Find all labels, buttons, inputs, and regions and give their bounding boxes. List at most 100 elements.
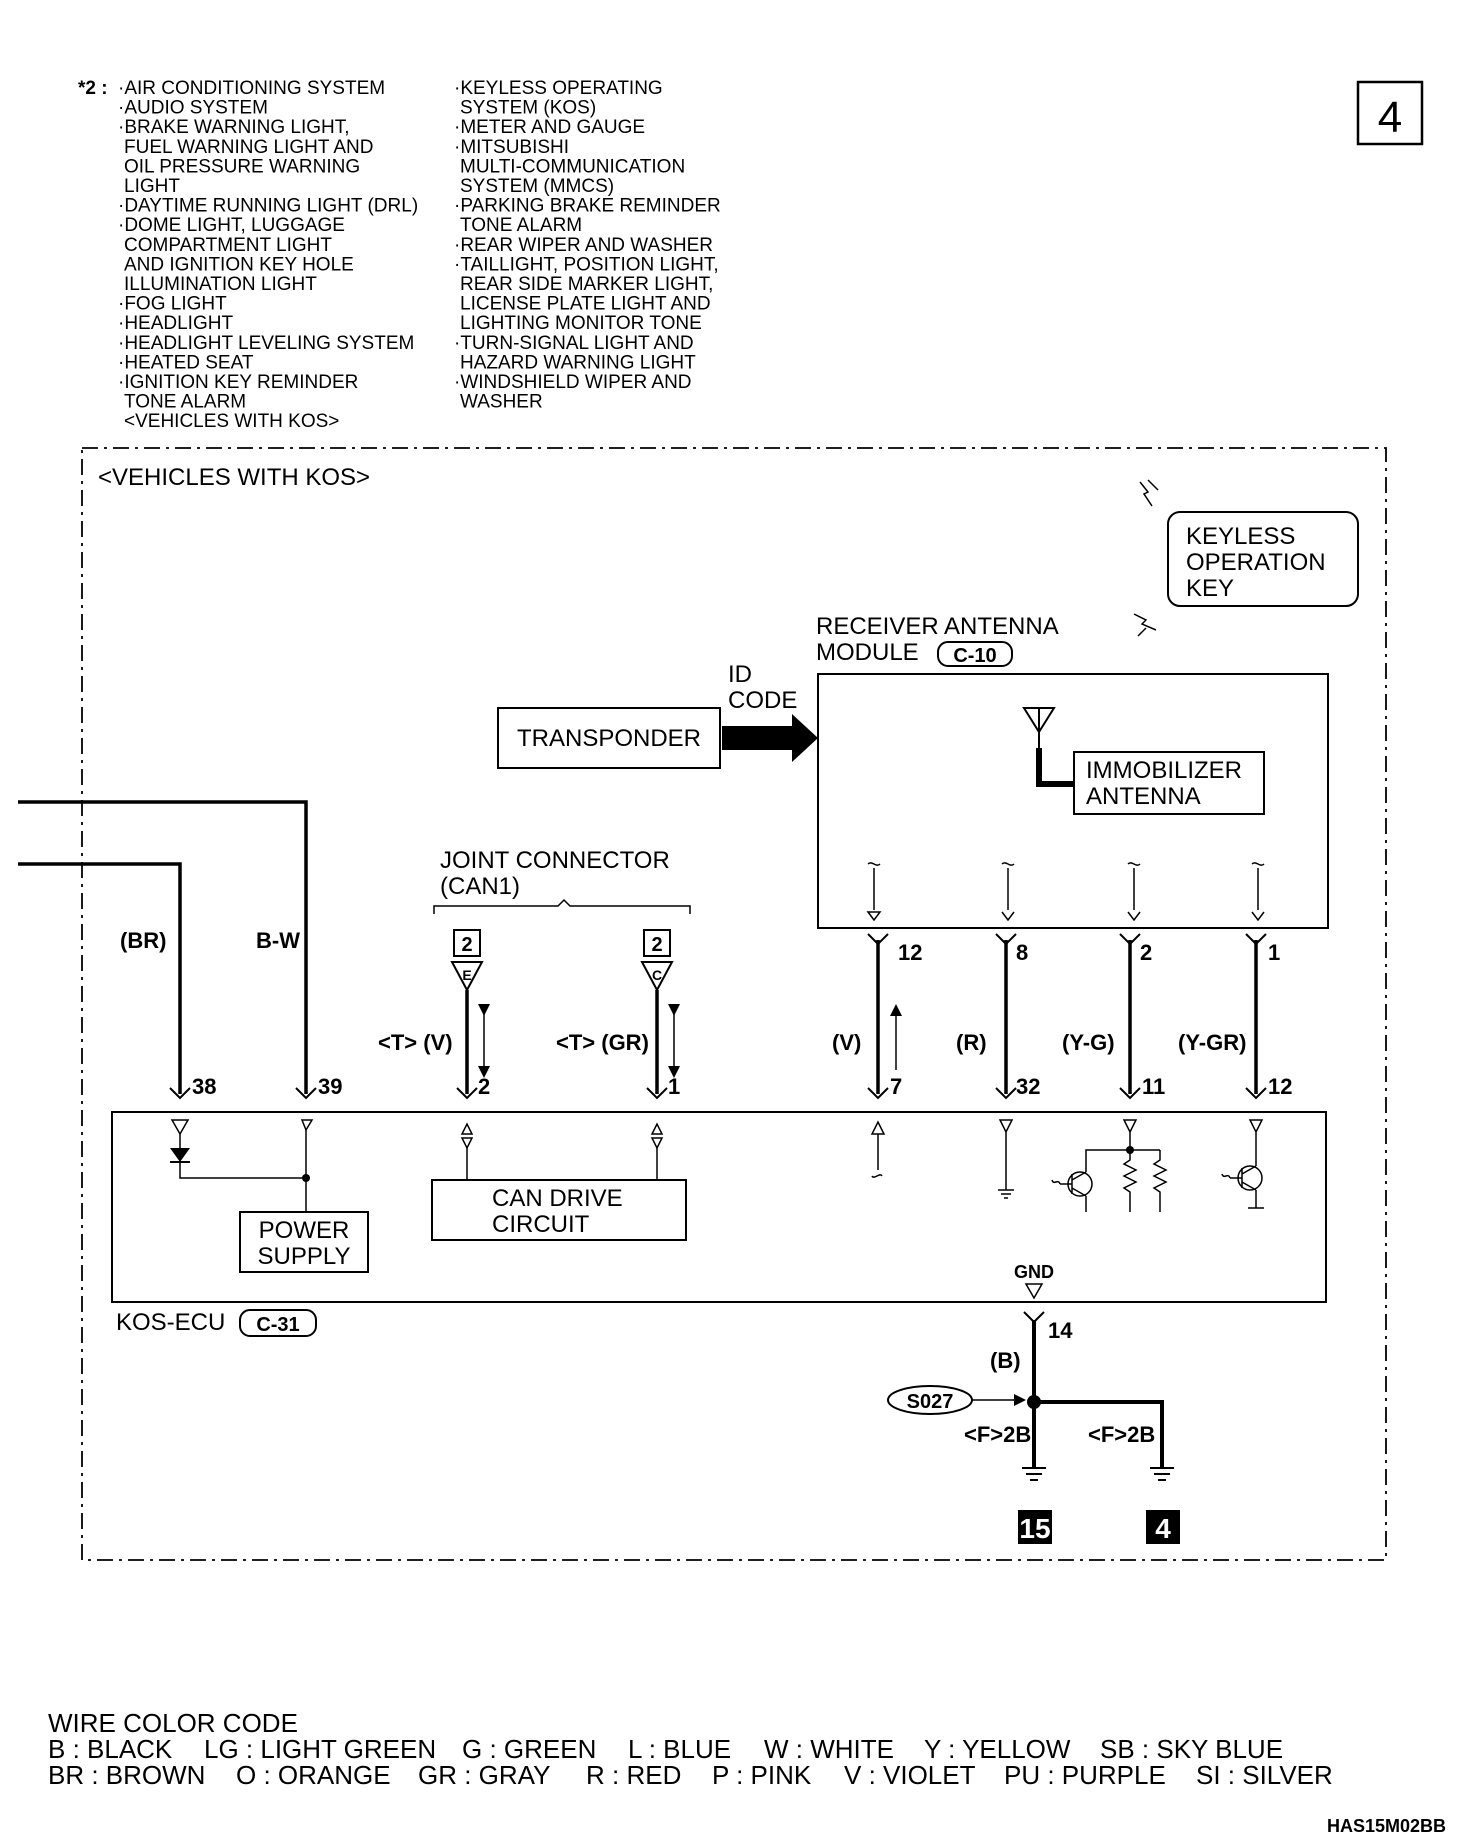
section-frame: [81, 447, 1387, 1561]
footnote-line: REAR SIDE MARKER LIGHT,: [460, 274, 713, 295]
footnote-line: COMPARTMENT LIGHT: [124, 235, 332, 256]
footnote-line: LICENSE PLATE LIGHT AND: [460, 294, 711, 315]
joint-pin-letter-right: C: [652, 967, 662, 983]
ground-conn-left: <F>2B: [964, 1422, 1031, 1447]
wire-color-r: (R): [956, 1030, 987, 1055]
keyless-key-line1: KEYLESS: [1186, 523, 1295, 550]
ecu-pin-2: 2: [478, 1074, 490, 1099]
transponder-box: [497, 707, 721, 769]
joint-pin-box-right: [643, 929, 671, 957]
wire-color-code-entry: GR : GRAY: [418, 1760, 550, 1790]
keyless-key-line3: KEY: [1186, 575, 1234, 602]
ecu-pin-38: 38: [192, 1074, 216, 1099]
joint-connector-sub: (CAN1): [440, 873, 520, 900]
wire-color-t-v: <T> (V): [378, 1030, 453, 1055]
wire-color-code-entry: O : ORANGE: [236, 1760, 391, 1790]
wire-color-b-w: B-W: [256, 928, 300, 953]
footnote-line: ·AUDIO SYSTEM: [118, 98, 268, 119]
wire-color-v: (V): [832, 1030, 861, 1055]
section-title: <VEHICLES WITH KOS>: [98, 464, 370, 491]
footnote-line: ·DAYTIME RUNNING LIGHT (DRL): [118, 196, 418, 217]
footnote-line: ·HEADLIGHT: [118, 313, 233, 334]
joint-connector-title: JOINT CONNECTOR: [440, 847, 670, 874]
joint-pin-num-left: 2: [461, 934, 472, 956]
kos-ecu-box: [111, 1111, 1327, 1303]
footnote-line: ·REAR WIPER AND WASHER: [454, 235, 713, 256]
footnote-col1: ·AIR CONDITIONING SYSTEM·AUDIO SYSTEM·BR…: [118, 78, 418, 432]
wire-color-y-gr: (Y-GR): [1178, 1030, 1246, 1055]
footnote-line: HAZARD WARNING LIGHT: [460, 352, 696, 373]
ecu-internals: [170, 1119, 1264, 1212]
ecu-pin-32: 32: [1016, 1074, 1040, 1099]
receiver-module-box: [817, 673, 1329, 929]
wire-b-w: [18, 800, 308, 1094]
connector-tag-c10: [937, 641, 1013, 667]
wire-color-code-title: WIRE COLOR CODE: [48, 1708, 298, 1738]
id-code-line2: CODE: [728, 687, 797, 714]
id-code-line1: ID: [728, 661, 752, 688]
receiver-module-label: MODULE: [816, 639, 919, 666]
footnote-line: ·KEYLESS OPERATING: [454, 78, 663, 99]
wire-color-code-entry: G : GREEN: [462, 1734, 596, 1764]
gnd-label: GND: [1014, 1262, 1054, 1282]
wire-color-code-entry: R : RED: [586, 1760, 681, 1790]
wire-color-code-entry: BR : BROWN: [48, 1760, 205, 1790]
ground-ref-right-box: [1146, 1510, 1180, 1544]
page-number-box: [1356, 80, 1424, 146]
footnote-line: ·PARKING BRAKE REMINDER: [454, 196, 721, 217]
connector-tag-c31: [239, 1309, 317, 1337]
wire-color-code-entry: LG : LIGHT GREEN: [204, 1734, 436, 1764]
ecu-connector: C-31: [256, 1314, 299, 1336]
ground-conn-right: <F>2B: [1088, 1422, 1155, 1447]
immobilizer-box: [1073, 751, 1265, 815]
wire-color-code-entry: SB : SKY BLUE: [1100, 1734, 1283, 1764]
footnote-mark: *2 :: [78, 78, 108, 99]
footnote-line: SYSTEM (KOS): [460, 98, 596, 119]
ground-ref-left-box: [1018, 1510, 1052, 1544]
wire-color-code-entry: W : WHITE: [764, 1734, 894, 1764]
footnote-line: ·TAILLIGHT, POSITION LIGHT,: [454, 254, 719, 275]
joint-connector-brace: [433, 898, 691, 914]
keyless-key-box: [1167, 511, 1359, 607]
footnote-line: OIL PRESSURE WARNING: [124, 156, 360, 177]
footnote-line: ·WINDSHIELD WIPER AND: [454, 372, 692, 393]
footnote-line: <VEHICLES WITH KOS>: [124, 411, 339, 432]
immobilizer-line2: ANTENNA: [1086, 783, 1201, 810]
footnote-line: LIGHTING MONITOR TONE: [460, 313, 702, 334]
footnote-line: LIGHT: [124, 176, 180, 197]
receiver-pin-12: 12: [898, 940, 922, 965]
can-drive-box: [431, 1179, 687, 1241]
footnote-line: ·HEADLIGHT LEVELING SYSTEM: [118, 333, 414, 354]
keyless-key-line2: OPERATION: [1186, 549, 1326, 576]
figure-code: HAS15M02BB: [1327, 1816, 1446, 1836]
ecu-pin-1: 1: [668, 1074, 680, 1099]
joint-pin-box-left: [453, 929, 481, 957]
id-code-arrow-icon: [722, 714, 818, 762]
joint-pin-letter-left: E: [462, 967, 471, 983]
power-supply-box: [239, 1211, 369, 1273]
receiver-title: RECEIVER ANTENNA: [816, 613, 1059, 640]
transponder-label: TRANSPONDER: [517, 725, 701, 752]
footnote-line: ·MITSUBISHI: [454, 137, 569, 158]
wire-color-code-entry: Y : YELLOW: [924, 1734, 1071, 1764]
footnote-line: SYSTEM (MMCS): [460, 176, 614, 197]
splice-label: S027: [907, 1391, 954, 1413]
receiver-pin-1: 1: [1268, 940, 1280, 965]
footnote-line: ILLUMINATION LIGHT: [124, 274, 317, 295]
footnote-line: ·TURN-SIGNAL LIGHT AND: [454, 333, 694, 354]
receiver-connector: C-10: [953, 645, 996, 667]
footnote-line: ·FOG LIGHT: [118, 294, 227, 315]
footnote-line: TONE ALARM: [460, 215, 582, 236]
footnote-line: FUEL WARNING LIGHT AND: [124, 137, 374, 158]
receiver-pin-8: 8: [1016, 940, 1028, 965]
receiver-wires: [867, 933, 1267, 1094]
ground-pin: 14: [1048, 1318, 1073, 1343]
footnote-line: ·IGNITION KEY REMINDER: [118, 372, 358, 393]
footnote-line: ·METER AND GAUGE: [454, 117, 645, 138]
wire-color-code-entry: SI : SILVER: [1196, 1760, 1333, 1790]
footnote-line: ·DOME LIGHT, LUGGAGE: [118, 215, 345, 236]
